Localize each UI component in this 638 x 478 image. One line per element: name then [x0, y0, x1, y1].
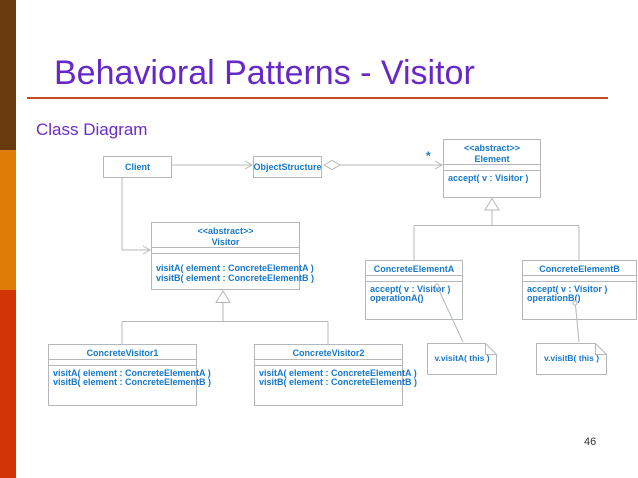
class-header: ConcreteVisitor1: [49, 345, 196, 360]
operation: accept( v : Visitor ): [527, 283, 608, 294]
note-visit-a: v.visitA( this ): [427, 343, 497, 375]
attributes-compartment: [152, 248, 299, 254]
class-name: Client: [124, 162, 150, 172]
open-arrowhead-icon: [434, 160, 444, 170]
class-name: ConcreteElementB: [539, 264, 620, 274]
class-box-visitor: <<abstract>> Visitor visitA( element : C…: [151, 222, 315, 290]
note-text: v.visitB( this ): [543, 353, 600, 363]
operation: visitA( element : ConcreteElementA ): [53, 367, 211, 378]
open-arrowhead-icon: [244, 160, 254, 170]
class-header: <<abstract>> Visitor: [152, 223, 299, 248]
class-box-concretevisitor2: ConcreteVisitor2 visitA( element : Concr…: [254, 344, 418, 406]
class-box-concreteelementb: ConcreteElementB accept( v : Visitor ) o…: [522, 260, 637, 320]
operation: visitA( element : ConcreteElementA ): [259, 367, 417, 378]
class-header: ConcreteElementA: [366, 261, 462, 276]
class-name: ConcreteVisitor2: [292, 348, 365, 358]
note-visit-b: v.visitB( this ): [536, 343, 607, 375]
operation: accept( v : Visitor ): [370, 283, 451, 294]
edge-strip-orange: [0, 150, 16, 290]
attributes-compartment: [49, 360, 196, 366]
edge-strip-red: [0, 290, 16, 478]
operations-compartment: accept( v : Visitor ) operationA(): [366, 282, 462, 304]
note-shape-icon: [427, 343, 497, 375]
operation: visitB( element : ConcreteElementB ): [259, 377, 418, 387]
generalization-triangle-icon: [484, 197, 500, 211]
aggregation-objectstructure-element: [322, 159, 444, 171]
section-label: Class Diagram: [36, 120, 148, 139]
class-name: Element: [474, 153, 510, 164]
operation: operationA(): [370, 293, 424, 303]
attributes-compartment: [366, 276, 462, 282]
class-name: ObjectStructure: [253, 162, 322, 172]
class-box-concreteelementa: ConcreteElementA accept( v : Visitor ) o…: [365, 260, 463, 320]
operations-compartment: visitA( element : ConcreteElementA ) vis…: [49, 366, 212, 388]
title-underline: [27, 97, 608, 99]
aggregation-diamond-icon: [322, 159, 342, 171]
class-box-element: <<abstract>> Element accept( v : Visitor…: [443, 139, 541, 198]
note-text: v.visitA( this ): [434, 353, 490, 363]
class-box-objectstructure: ObjectStructure: [253, 156, 322, 178]
class-header: <<abstract>> Element: [444, 140, 540, 165]
class-box-client: Client: [103, 156, 172, 178]
association-client-objectstructure: [172, 160, 254, 170]
operation: accept( v : Visitor ): [448, 173, 529, 183]
operation: visitB( element : ConcreteElementB ): [53, 377, 212, 387]
stereotype-label: <<abstract>>: [463, 143, 521, 153]
operation: visitB( element : ConcreteElementB ): [156, 272, 315, 283]
attributes-compartment: [523, 276, 636, 282]
class-name: ConcreteVisitor1: [86, 348, 159, 358]
operations-compartment: visitA( element : ConcreteElementA ) vis…: [152, 254, 315, 283]
class-box-concretevisitor1: ConcreteVisitor1 visitA( element : Concr…: [48, 344, 212, 406]
operations-compartment: accept( v : Visitor ): [444, 171, 540, 184]
operations-compartment: accept( v : Visitor ) operationB(): [523, 282, 636, 304]
class-name: Visitor: [211, 236, 240, 247]
class-name: ConcreteElementA: [373, 264, 455, 274]
class-header: ConcreteElementB: [523, 261, 636, 276]
operations-compartment: visitA( element : ConcreteElementA ) vis…: [255, 366, 418, 388]
slide-title: Behavioral Patterns - Visitor: [54, 54, 475, 92]
class-header: ConcreteVisitor2: [255, 345, 402, 360]
operation: visitA( element : ConcreteElementA ): [156, 263, 314, 273]
generalization-element-tree: [413, 197, 580, 260]
association-client-visitor: [121, 178, 152, 255]
attributes-compartment: [444, 165, 540, 171]
edge-strip-brown: [0, 0, 16, 150]
multiplicity-star-label: *: [426, 149, 431, 163]
note-shape-icon: [536, 343, 607, 375]
generalization-triangle-icon: [215, 290, 231, 303]
generalization-visitor-tree: [121, 290, 329, 344]
page-number: 46: [584, 436, 597, 448]
stereotype-label: <<abstract>>: [197, 226, 254, 236]
open-arrowhead-icon: [142, 245, 152, 255]
operation: operationB(): [527, 293, 581, 303]
attributes-compartment: [255, 360, 402, 366]
